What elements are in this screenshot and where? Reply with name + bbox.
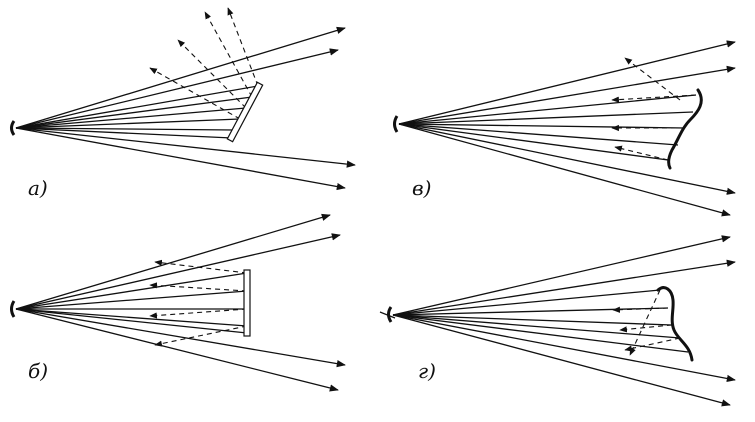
reflected-rays: [611, 57, 697, 161]
beam-rays: [15, 26, 356, 191]
source-icon: [393, 115, 399, 133]
beam-rays: [379, 235, 736, 407]
panel-a: а): [10, 7, 356, 200]
reflected-rays: [612, 289, 681, 356]
curved-reflector: [667, 88, 703, 170]
panel-label-a: а): [28, 176, 48, 200]
source-icon: [10, 120, 16, 136]
panel-g: г): [379, 235, 736, 407]
panel-v: в): [393, 40, 736, 217]
reflected-rays: [149, 7, 259, 120]
flat-reflector: [226, 81, 264, 143]
beam-rays: [15, 213, 346, 392]
source-icon: [10, 300, 16, 318]
panel-b: б): [10, 213, 346, 392]
flat-reflector: [243, 269, 251, 337]
reflected-rays: [149, 259, 248, 347]
beam-rays: [398, 40, 736, 217]
panel-label-g: г): [418, 359, 436, 383]
source-icon: [387, 306, 393, 323]
panel-label-v: в): [412, 176, 431, 200]
curved-reflector: [656, 286, 694, 362]
panel-label-b: б): [28, 359, 48, 383]
